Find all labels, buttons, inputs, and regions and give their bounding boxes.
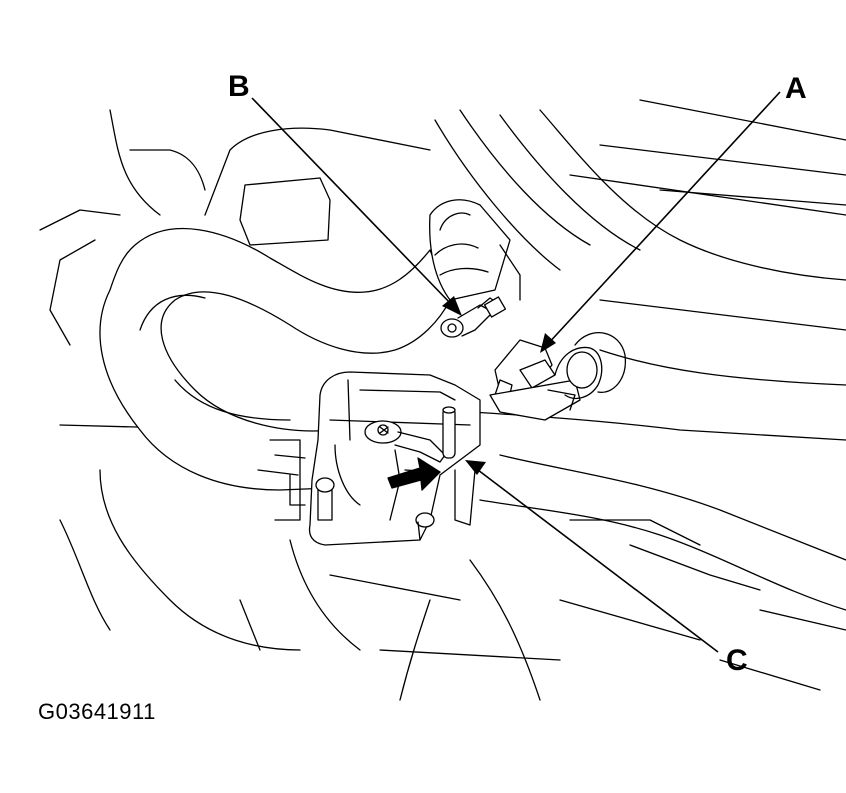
sensor-connector: [440, 296, 507, 338]
upper-hose: [429, 199, 521, 301]
arrowhead-a: [540, 333, 556, 353]
valve-housing: [257, 371, 481, 546]
engine-background-lines: [39, 99, 846, 701]
callout-label-c: C: [726, 644, 748, 677]
arrowhead-b: [442, 296, 462, 316]
leader-line-b: [251, 97, 453, 306]
bracket-connector: [489, 332, 626, 421]
direction-arrow: [387, 457, 441, 491]
arrowhead-c: [465, 460, 486, 475]
callout-label-b: B: [228, 70, 250, 103]
leader-line-a: [545, 91, 781, 347]
callout-label-a: A: [785, 72, 807, 105]
main-hose: [99, 227, 451, 491]
leader-line-c: [477, 469, 719, 653]
figure-id: G03641911: [38, 699, 156, 724]
